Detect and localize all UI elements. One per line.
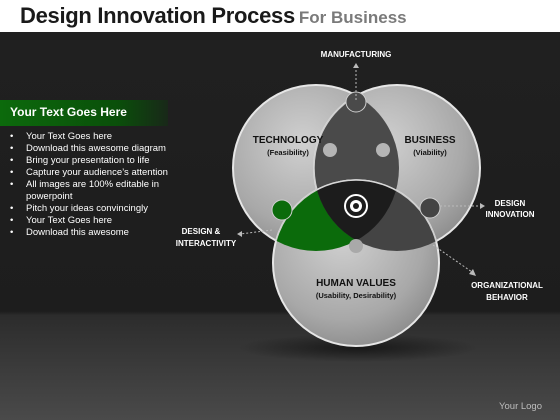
- label-technology-sub: (Feasibility): [267, 148, 309, 157]
- title-main-text: Design Innovation Process: [20, 3, 295, 28]
- label-human-values-sub: (Usability, Desirability): [316, 291, 397, 300]
- label-design-innovation-1: DESIGN: [495, 199, 526, 208]
- bullet-item: Capture your audience’s attention: [8, 167, 173, 179]
- label-business-sub: (Viability): [413, 148, 447, 157]
- arrowhead-design-innovation: [480, 203, 485, 209]
- puzzle-slot-business: [376, 143, 390, 157]
- puzzle-tab-left: [271, 199, 293, 221]
- arrowhead-organizational: [469, 269, 476, 276]
- puzzle-slot-tech: [323, 143, 337, 157]
- puzzle-tab-right: [419, 197, 441, 219]
- label-design-interactivity-2: INTERACTIVITY: [176, 239, 237, 248]
- puzzle-slot-human: [349, 239, 363, 253]
- arrowhead-design-interactivity: [237, 231, 242, 237]
- diagram-shadow: [238, 334, 478, 362]
- arrowhead-manufacturing: [353, 63, 359, 68]
- bullet-item: All images are 100% editable in powerpoi…: [8, 179, 173, 203]
- bullet-item: Your Text Goes here: [8, 131, 173, 143]
- sidebar-heading: Your Text Goes Here: [10, 105, 127, 119]
- label-organizational-1: ORGANIZATIONAL: [471, 281, 543, 290]
- bullet-item: Your Text Goes here: [8, 215, 173, 227]
- label-manufacturing: MANUFACTURING: [321, 50, 392, 59]
- bullet-item: Pitch your ideas convincingly: [8, 203, 173, 215]
- label-human-values: HUMAN VALUES: [316, 278, 396, 289]
- label-technology: TECHNOLOGY: [253, 135, 324, 146]
- bullet-list: Your Text Goes here Download this awesom…: [8, 131, 173, 239]
- bullet-item: Bring your presentation to life: [8, 155, 173, 167]
- label-design-innovation-2: INNOVATION: [485, 210, 534, 219]
- arrow-design-interactivity: [239, 229, 273, 235]
- page-subtitle: For Business: [298, 8, 407, 27]
- label-business: BUSINESS: [404, 135, 455, 146]
- bullet-item: Download this awesome diagram: [8, 143, 173, 155]
- label-organizational-2: BEHAVIOR: [486, 293, 528, 302]
- sidebar-heading-bar: Your Text Goes Here: [0, 100, 168, 126]
- label-design-interactivity-1: DESIGN &: [182, 227, 221, 236]
- target-icon-dot: [353, 203, 359, 209]
- logo-placeholder: Your Logo: [499, 401, 542, 412]
- bullet-item: Download this awesome: [8, 227, 173, 239]
